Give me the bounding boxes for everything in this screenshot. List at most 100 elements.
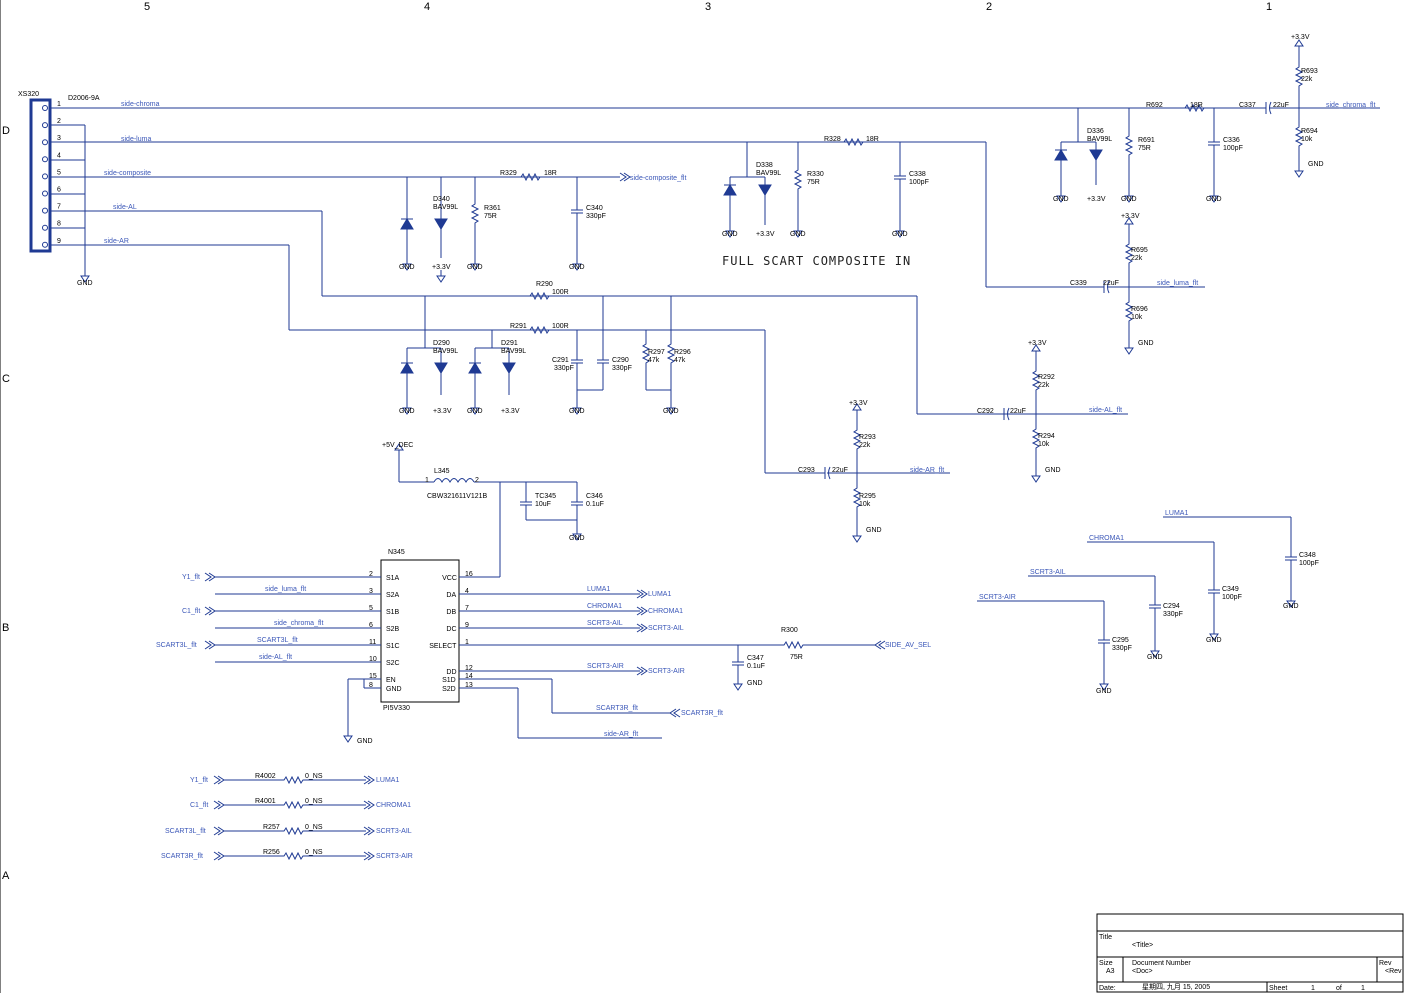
r691-ref: R691 — [1138, 137, 1155, 144]
connector-pin — [42, 156, 48, 163]
plus5v-dec-label: +5V_DEC — [382, 442, 413, 449]
wires-main — [50, 107, 1380, 474]
n345-part: PI5V330 — [383, 705, 410, 712]
r296-value: 47k — [674, 357, 686, 364]
ic-left-pin-number: 3 — [369, 588, 373, 595]
gnd-d340: GND — [399, 264, 415, 271]
r290-value: 100R — [552, 289, 569, 296]
sheet-value: 1 — [1311, 985, 1315, 992]
zone-labels-top: 5 4 3 2 1 — [144, 1, 1272, 13]
r256-ref: R256 — [263, 849, 280, 856]
c346-value: 0.1uF — [586, 501, 604, 508]
zone-labels-side: D C B A — [2, 125, 10, 882]
net-scart3r-flt-r256: SCART3R_flt — [161, 853, 203, 860]
title-value: <Title> — [1132, 942, 1153, 949]
gnd-c291: GND — [569, 408, 585, 415]
r297-ref: R297 — [648, 349, 665, 356]
c292-ref: C292 — [977, 408, 994, 415]
zone-3: 3 — [705, 1, 711, 13]
c291-value: 330pF — [554, 365, 574, 372]
ic-right-pin-name: SELECT — [429, 643, 457, 650]
ic-left-pin-number: 11 — [369, 639, 376, 646]
r694-value: 10k — [1301, 136, 1313, 143]
c347-value: 0.1uF — [747, 663, 765, 670]
r256-row: SCART3R_flt R256 0_NS SCRT3-AIR — [161, 849, 413, 861]
c339-value: 22uF — [1103, 280, 1119, 287]
gnd-c347: GND — [747, 680, 763, 687]
r294-ref: R294 — [1038, 433, 1055, 440]
luma-filter: R328 18R D338 BAV99L R330 75R C338 100pF… — [722, 136, 929, 238]
r292-ref: R292 — [1038, 374, 1055, 381]
c293-ref: C293 — [798, 467, 815, 474]
ic-left-pin-name: S1C — [386, 643, 400, 650]
net-scrt3air-load: SCRT3-AIR — [979, 594, 1016, 601]
net-side-ar: side-AR — [104, 238, 129, 245]
zone-2: 2 — [986, 1, 992, 13]
docnum-label: Document Number — [1132, 960, 1191, 967]
r256-value: 0_NS — [305, 849, 323, 856]
v33-r695: +3.3V — [1121, 213, 1140, 220]
r696-value: 10k — [1131, 314, 1143, 321]
r4002-ref: R4002 — [255, 773, 276, 780]
net-side-al: side-AL — [113, 204, 137, 211]
gnd-c348: GND — [1283, 603, 1299, 610]
net-scrt3air-ic: SCRT3-AIR — [587, 663, 624, 670]
c348-value: 100pF — [1299, 560, 1319, 567]
ic-right-pin-name: DB — [446, 609, 456, 616]
title-label: Title — [1099, 934, 1112, 941]
connector-pin — [42, 241, 48, 248]
ic-right-pin-number: 9 — [465, 622, 469, 629]
al-bias: C292 22uF +3.3V R292 22k R294 10k GND — [977, 340, 1061, 483]
c338-ref: C338 — [909, 171, 926, 178]
net-side-chroma: side-chroma — [121, 101, 160, 108]
ic-right-pin-name: S2D — [442, 686, 456, 693]
r4001-value: 0_NS — [305, 798, 323, 805]
v33-d336: +3.3V — [1087, 196, 1106, 203]
c291-ref: C291 — [552, 357, 569, 364]
of-value: 1 — [1361, 985, 1365, 992]
schematic-heading: FULL SCART COMPOSITE IN — [722, 254, 911, 268]
output-loads: LUMA1 C348 100pF GND CHROMA1 C349 100pF … — [977, 510, 1319, 695]
rev-value: <Rev — [1385, 968, 1402, 975]
connector-pin-number: 4 — [57, 152, 61, 159]
r295-value: 10k — [859, 501, 871, 508]
r293-value: 22k — [859, 442, 871, 449]
n345-ref: N345 — [388, 549, 405, 556]
ic-left-pin-name: S1A — [386, 575, 400, 582]
gnd-r330: GND — [790, 231, 806, 238]
r329-ref: R329 — [500, 170, 517, 177]
r696-ref: R696 — [1131, 306, 1148, 313]
r328-value: 18R — [866, 136, 879, 143]
connector-pin — [42, 122, 48, 129]
connector-pin-number: 1 — [57, 101, 61, 108]
r297-value: 47k — [648, 357, 660, 364]
d336-part: BAV99L — [1087, 136, 1112, 143]
c294-ref: C294 — [1163, 603, 1180, 610]
gnd-r694: GND — [1308, 161, 1324, 168]
gnd-r691: GND — [1121, 196, 1137, 203]
gnd-r294: GND — [1045, 467, 1061, 474]
v33-d340: +3.3V — [432, 264, 451, 271]
r300-ref: R300 — [781, 627, 798, 634]
net-scart3l-flt-ic: SCART3L_flt — [257, 637, 298, 644]
r692-value: 18R — [1190, 102, 1203, 109]
date-value: 星期四, 九月 15, 2005 — [1142, 982, 1210, 991]
power-filter: +5V_DEC L345 CBW321611V121B 1 2 TC345 10… — [382, 442, 604, 577]
gnd-label-conn: GND — [77, 280, 93, 287]
ic-right-pin-name: DC — [446, 626, 456, 633]
c290-value: 330pF — [612, 365, 632, 372]
gnd-c340: GND — [569, 264, 585, 271]
net-chroma1-load: CHROMA1 — [1089, 535, 1124, 542]
l345-ref: L345 — [434, 468, 450, 475]
net-labels-main: side-chroma side-luma side-composite sid… — [77, 101, 1375, 474]
net-side-ar-flt: side-AR_flt — [910, 467, 944, 474]
c349-ref: C349 — [1222, 586, 1239, 593]
c340-ref: C340 — [586, 205, 603, 212]
net-luma1-out: LUMA1 — [648, 591, 671, 598]
r330-value: 75R — [807, 179, 820, 186]
zone-5: 5 — [144, 1, 150, 13]
ic-right-pin-number: 7 — [465, 605, 469, 612]
d338-ref: D338 — [756, 162, 773, 169]
gnd-d291: GND — [467, 408, 483, 415]
net-chroma1-out: CHROMA1 — [648, 608, 683, 615]
